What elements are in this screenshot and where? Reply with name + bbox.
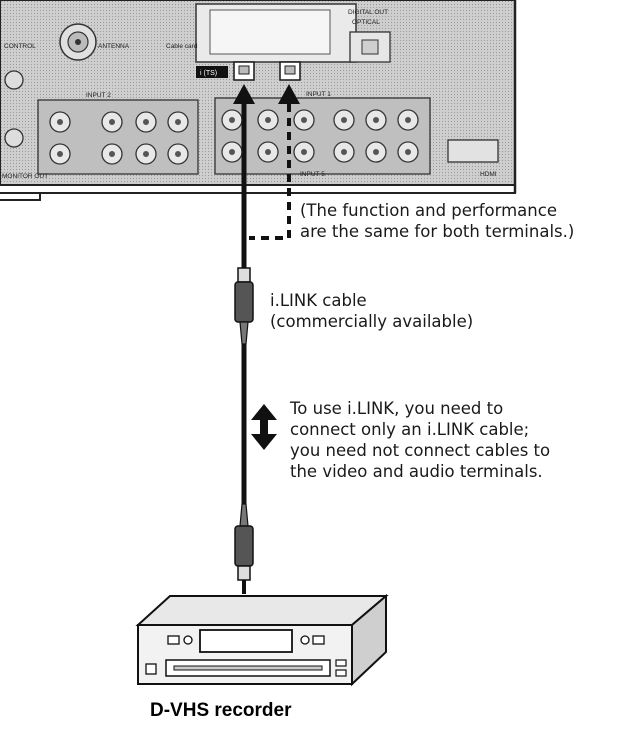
device-name: D-VHS recorder bbox=[150, 700, 292, 721]
tv-back-panel: CONTROL ANTENNA Cable card DIGITAL OUT O… bbox=[0, 0, 517, 201]
double-arrow-icon bbox=[251, 404, 277, 450]
usage-note-line-4: the video and audio terminals. bbox=[290, 462, 543, 481]
d-vhs-recorder-illustration bbox=[135, 593, 389, 687]
label-input2: INPUT 2 bbox=[86, 92, 111, 99]
label-input1: INPUT 1 bbox=[306, 91, 331, 98]
both-terminals-line-2: are the same for both terminals.) bbox=[300, 222, 575, 241]
usage-note-line-1: To use i.LINK, you need to bbox=[290, 399, 504, 418]
cable-label: i.LINK cable (commercially available) bbox=[270, 290, 473, 332]
input1-block bbox=[214, 97, 431, 175]
usage-note-line-3: you need not connect cables to bbox=[290, 441, 551, 460]
label-ilink: i (TS) bbox=[200, 70, 217, 77]
cable-label-line-2: (commercially available) bbox=[270, 312, 474, 331]
usage-note: To use i.LINK, you need to connect only … bbox=[290, 398, 550, 482]
terminal-arrows bbox=[233, 84, 300, 104]
label-monitor-out: MONITOR OUT bbox=[2, 173, 48, 180]
label-optical: OPTICAL bbox=[352, 19, 380, 26]
label-input5: INPUT 5 bbox=[300, 171, 325, 178]
ilink-badge bbox=[196, 66, 228, 78]
usage-note-line-2: connect only an i.LINK cable; bbox=[290, 420, 530, 439]
both-terminals-line-1: (The function and performance bbox=[300, 201, 557, 220]
alternate-path-dashed bbox=[249, 104, 291, 240]
label-hdmi: HDMI bbox=[480, 171, 497, 178]
label-antenna: ANTENNA bbox=[98, 43, 130, 50]
both-terminals-note: (The function and performance are the sa… bbox=[300, 200, 574, 242]
ilink-cable bbox=[234, 104, 254, 594]
cable-label-line-1: i.LINK cable bbox=[270, 291, 367, 310]
hdmi-port bbox=[447, 139, 499, 163]
label-digital-out: DIGITAL OUT bbox=[348, 9, 388, 16]
label-cable-card: Cable card bbox=[166, 43, 198, 50]
label-control: CONTROL bbox=[4, 43, 36, 50]
